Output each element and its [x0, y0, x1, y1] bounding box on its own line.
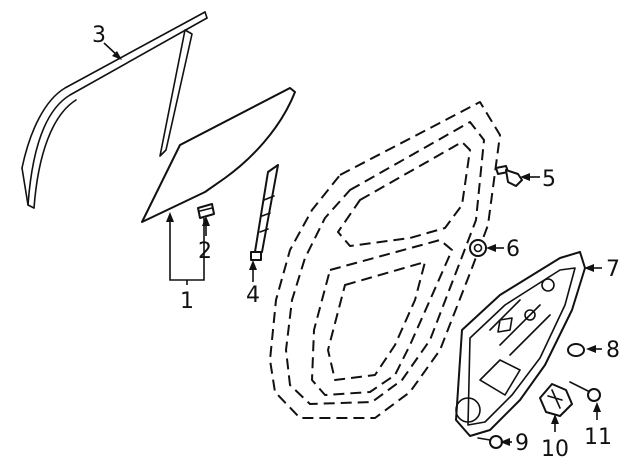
part-5-bolt — [495, 165, 523, 187]
callout-4: 4 — [246, 283, 260, 308]
part-11-bolt — [569, 381, 601, 402]
callout-10: 10 — [541, 437, 569, 462]
leader-lines — [103, 42, 602, 446]
part-10-motor — [539, 383, 573, 417]
callout-6: 6 — [506, 237, 520, 262]
part-3-glass-run-channel — [21, 11, 208, 209]
part-6-nut — [469, 239, 487, 257]
callout-7: 7 — [606, 257, 620, 282]
callout-5: 5 — [542, 167, 556, 192]
callout-8: 8 — [606, 338, 620, 363]
part-7-regulator-module — [455, 251, 586, 437]
callout-1: 1 — [180, 289, 194, 314]
part-4-run-channel — [250, 164, 279, 261]
callout-9: 9 — [515, 431, 529, 456]
callout-labels: 1 2 3 4 5 6 7 8 9 10 11 — [92, 23, 620, 462]
part-8-grommet — [567, 343, 585, 357]
part-9-screw — [477, 435, 503, 449]
callout-3: 3 — [92, 23, 106, 48]
callout-2: 2 — [198, 239, 212, 264]
part-2-glass-bracket — [197, 203, 215, 219]
door-inner-panel — [269, 101, 501, 419]
callout-11: 11 — [584, 425, 612, 450]
part-1-door-glass — [141, 87, 296, 223]
